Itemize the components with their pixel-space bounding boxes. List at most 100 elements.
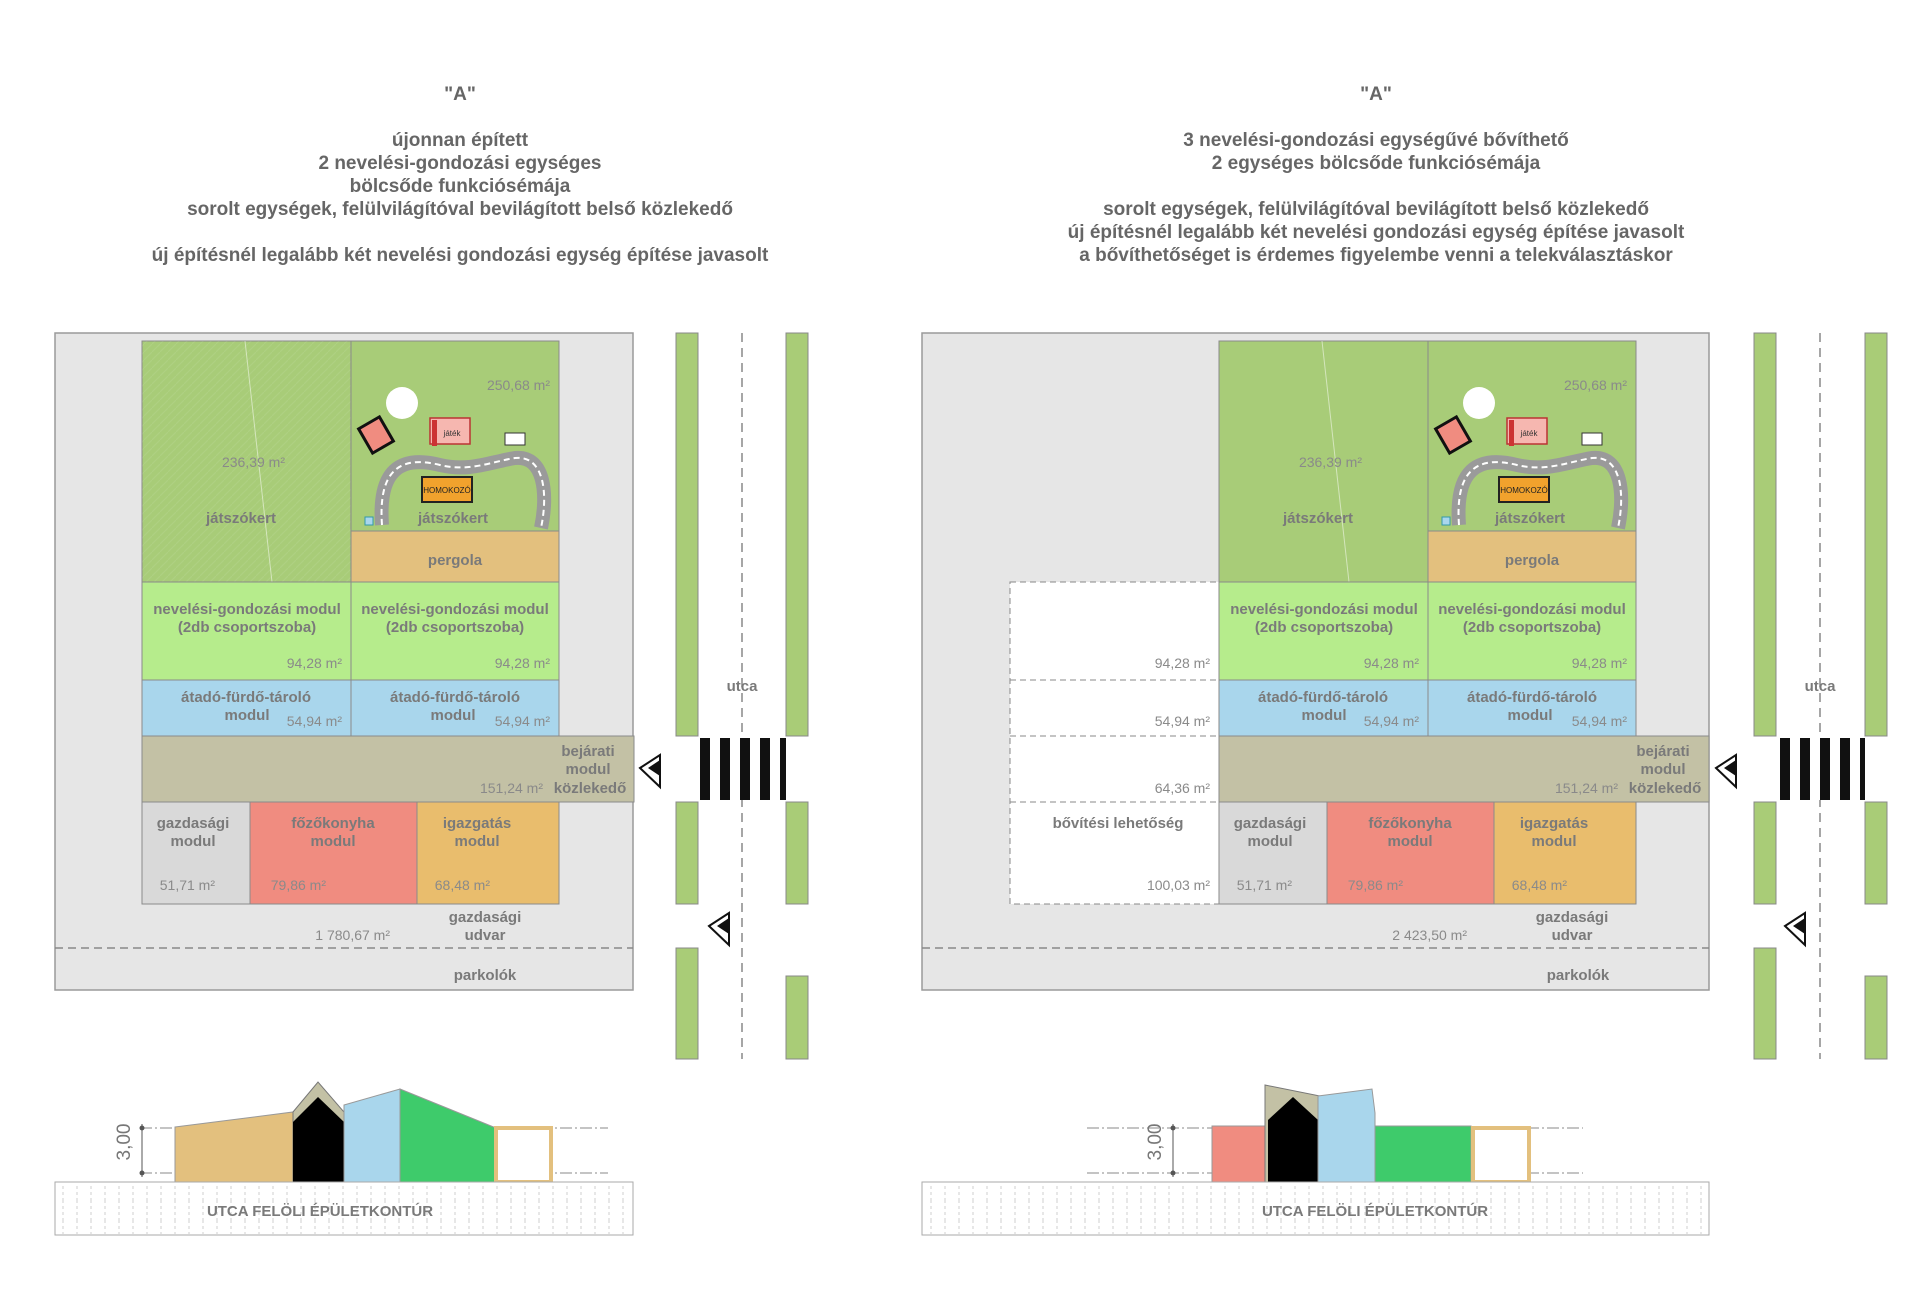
left-care-1-l1: nevelési-gondozási modul bbox=[153, 601, 341, 618]
right-ext-area-3: 64,36 m² bbox=[1155, 780, 1211, 796]
left-verge-2a bbox=[785, 332, 809, 737]
right-care-1-l1: nevelési-gondozási modul bbox=[1230, 601, 1418, 618]
left-garden-1-label: játszókert bbox=[205, 510, 276, 527]
left-corridor-l3: közlekedő bbox=[554, 780, 627, 797]
right-econ-l1: gazdasági bbox=[1234, 815, 1307, 832]
right-corridor-l3: közlekedő bbox=[1629, 780, 1702, 797]
right-yard-l1: gazdasági bbox=[1536, 909, 1609, 926]
right-playground: játék HOMOKOZÓ bbox=[1433, 387, 1629, 530]
right-verge-2b bbox=[1864, 801, 1888, 905]
right-yard-l2: udvar bbox=[1552, 927, 1593, 944]
right-verge-2c bbox=[1864, 975, 1888, 1060]
left-title-line-4: sorolt egységek, felülvilágítóval bevilá… bbox=[187, 199, 733, 220]
right-bath-1 bbox=[1218, 679, 1429, 737]
right-crosswalk bbox=[1776, 738, 1865, 800]
left-crosswalk bbox=[698, 738, 786, 800]
left-care-1 bbox=[141, 581, 352, 681]
left-bath-1-area: 54,94 m² bbox=[287, 713, 343, 729]
right-bath-1-l2: modul bbox=[1302, 707, 1347, 724]
right-bath-1-area: 54,94 m² bbox=[1364, 713, 1420, 729]
right-admin-area: 68,48 m² bbox=[1512, 877, 1568, 893]
right-extension bbox=[1009, 581, 1220, 905]
right-title-line-5: a bővíthetőséget is érdemes figyelembe v… bbox=[1079, 245, 1673, 266]
right-garden-2-area: 250,68 m² bbox=[1564, 377, 1627, 393]
right-ext-area-4: 100,03 m² bbox=[1147, 877, 1210, 893]
right-title-line-2: 2 egységes bölcsőde funkciósémája bbox=[1211, 153, 1541, 174]
right-corridor-area: 151,24 m² bbox=[1555, 780, 1618, 796]
left-admin-area: 68,48 m² bbox=[435, 877, 491, 893]
right-ext-area-2: 54,94 m² bbox=[1155, 713, 1211, 729]
left-elevation: 3,00 UTCA FELÖLI ÉPÜLETKONTÚR bbox=[54, 1081, 634, 1236]
right-bath-2-l1: átadó-fürdő-tároló bbox=[1467, 689, 1597, 706]
left-entry-arrow-main bbox=[638, 753, 661, 790]
left-kitchen-l1: főzőkonyha bbox=[291, 815, 375, 832]
left-title-line-1: újonnan épített bbox=[391, 130, 529, 151]
right-care-1-area: 94,28 m² bbox=[1364, 655, 1420, 671]
right-verge-2a bbox=[1864, 332, 1888, 737]
left-econ bbox=[141, 801, 251, 905]
right-entry-arrow-yard bbox=[1783, 911, 1806, 948]
right-bath-1-l1: átadó-fürdő-tároló bbox=[1258, 689, 1388, 706]
left-yard-l2: udvar bbox=[465, 927, 506, 944]
left-bath-2-area: 54,94 m² bbox=[495, 713, 551, 729]
right-care-2 bbox=[1427, 581, 1637, 681]
left-panel: játék HOMOKOZÓ játszókert játszókert per… bbox=[54, 332, 809, 1236]
left-econ-area: 51,71 m² bbox=[160, 877, 216, 893]
left-bath-2-l2: modul bbox=[431, 707, 476, 724]
right-panel: játék HOMOKOZÓ játszókert játszókert per… bbox=[921, 332, 1888, 1236]
left-garden-2-area: 250,68 m² bbox=[487, 377, 550, 393]
left-title-line-3: bölcsőde funkciósémája bbox=[349, 176, 571, 197]
right-verge-1a bbox=[1753, 332, 1777, 737]
right-verge-1c bbox=[1753, 947, 1777, 1060]
left-plot-area: 1 780,67 m² bbox=[315, 927, 390, 943]
left-econ-l2: modul bbox=[171, 833, 216, 850]
left-street-label: utca bbox=[727, 678, 759, 695]
left-admin-l1: igazgatás bbox=[443, 815, 511, 832]
right-econ-area: 51,71 m² bbox=[1237, 877, 1293, 893]
right-kitchen-l1: főzőkonyha bbox=[1368, 815, 1452, 832]
right-corridor-l2: modul bbox=[1641, 761, 1686, 778]
left-corridor-area: 151,24 m² bbox=[480, 780, 543, 796]
right-admin-l2: modul bbox=[1532, 833, 1577, 850]
left-sandbox-label: HOMOKOZÓ bbox=[423, 486, 471, 495]
right-care-2-l2: (2db csoportszoba) bbox=[1463, 619, 1601, 636]
left-care-2-area: 94,28 m² bbox=[495, 655, 551, 671]
right-econ-l2: modul bbox=[1248, 833, 1293, 850]
left-admin-l2: modul bbox=[455, 833, 500, 850]
left-playground: játék HOMOKOZÓ bbox=[356, 387, 552, 530]
right-kitchen-l2: modul bbox=[1388, 833, 1433, 850]
right-bath-2-area: 54,94 m² bbox=[1572, 713, 1628, 729]
left-contour-label: UTCA FELÖLI ÉPÜLETKONTÚR bbox=[207, 1202, 433, 1220]
right-econ bbox=[1218, 801, 1328, 905]
left-kitchen-l2: modul bbox=[311, 833, 356, 850]
left-verge-2b bbox=[785, 801, 809, 905]
left-title-block: "A" újonnan épített 2 nevelési-gondozási… bbox=[40, 83, 880, 267]
right-toy-label: játék bbox=[1520, 429, 1539, 438]
left-care-2 bbox=[350, 581, 560, 681]
right-verge-1b bbox=[1753, 801, 1777, 905]
left-care-1-l2: (2db csoportszoba) bbox=[178, 619, 316, 636]
left-verge-1c bbox=[675, 947, 699, 1060]
left-pergola bbox=[350, 530, 560, 583]
right-garden-1-label: játszókert bbox=[1282, 510, 1353, 527]
right-corridor bbox=[1218, 735, 1710, 803]
left-care-2-l1: nevelési-gondozási modul bbox=[361, 601, 549, 618]
left-entry-arrow-yard bbox=[707, 911, 730, 948]
right-admin-l1: igazgatás bbox=[1520, 815, 1588, 832]
left-title-code: "A" bbox=[444, 84, 476, 105]
left-pergola-label: pergola bbox=[428, 552, 483, 569]
right-bath-2-l2: modul bbox=[1508, 707, 1553, 724]
left-care-2-l2: (2db csoportszoba) bbox=[386, 619, 524, 636]
left-yard-l1: gazdasági bbox=[449, 909, 522, 926]
right-corridor-l1: bejárati bbox=[1636, 743, 1689, 760]
left-height-dim: 3,00 bbox=[114, 1124, 135, 1161]
right-care-2-area: 94,28 m² bbox=[1572, 655, 1628, 671]
right-garden-1-area: 236,39 m² bbox=[1299, 454, 1362, 470]
right-care-2-l1: nevelési-gondozási modul bbox=[1438, 601, 1626, 618]
left-bath-2-l1: átadó-fürdő-tároló bbox=[390, 689, 520, 706]
right-ext-area-1: 94,28 m² bbox=[1155, 655, 1211, 671]
right-title-line-1: 3 nevelési-gondozási egységűvé bővíthető bbox=[1183, 130, 1569, 151]
left-parking-label: parkolók bbox=[454, 967, 517, 984]
right-title-line-4: új építésnél legalább két nevelési gondo… bbox=[1067, 222, 1685, 243]
left-title-line-2: 2 nevelési-gondozási egységes bbox=[318, 153, 602, 174]
